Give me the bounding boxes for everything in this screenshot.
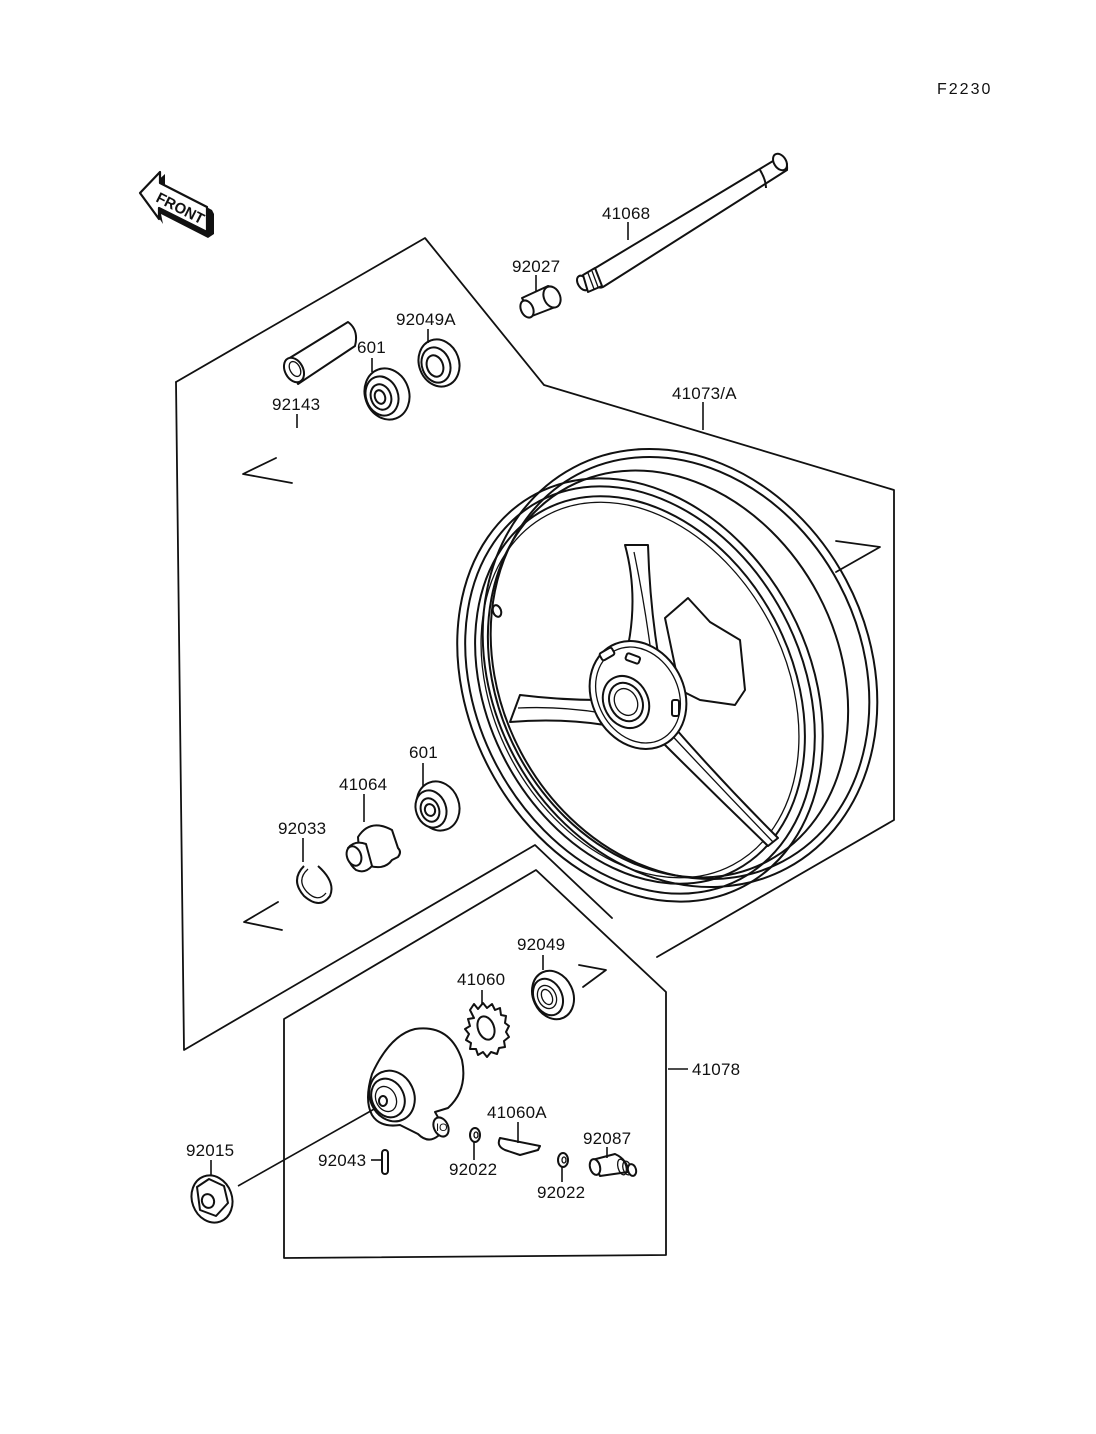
part-number-41078: 41078 [692,1060,740,1079]
part-number-92143: 92143 [272,395,320,414]
part-number-92043: 92043 [318,1151,366,1170]
part-number-601-bottom: 601 [409,743,438,762]
oil-seal-top-part: 92049A [396,310,461,388]
meter-gear-housing-part: IO 41078 [367,1027,740,1141]
part-number-92049: 92049 [517,935,565,954]
part-number-92033: 92033 [278,819,326,838]
bearing-top-part: 601 [357,338,411,421]
gear-housing-outline [283,869,667,1259]
gear-drive-part: 41064 [339,775,401,873]
collar-part: 92027 [512,257,562,319]
part-number-92015: 92015 [186,1141,234,1160]
gear-meter-part: 41060 [457,970,510,1058]
oil-seal-bottom-part: 92049 [517,935,575,1021]
part-number-601-top: 601 [357,338,386,357]
axle-nut-part: 92015 [186,1107,377,1224]
part-number-41060a: 41060A [487,1103,547,1122]
circlip-part: 92033 [278,819,333,904]
part-number-41064: 41064 [339,775,387,794]
part-number-41073a: 41073/A [672,384,737,403]
part-number-92087: 92087 [583,1129,631,1148]
pinion-part: 41060A [487,1103,547,1156]
housing-port-mark: IO [436,1122,448,1134]
part-number-41060: 41060 [457,970,505,989]
diagram-code: F2230 [937,81,992,98]
washer-right-part: 92022 [537,1152,585,1202]
part-number-92049a: 92049A [396,310,456,329]
bearing-bottom-part: 601 [409,743,461,832]
part-number-92027: 92027 [512,257,560,276]
bushing-part: 92087 [583,1129,638,1177]
pin-part: 92043 [318,1149,389,1175]
spacer-part: 92143 [272,321,358,428]
front-direction-arrow-icon: FRONT [138,170,214,238]
washer-left-part: 92022 [449,1127,497,1179]
wheel-assembly-outline [175,237,895,1051]
part-number-92022-right: 92022 [537,1183,585,1202]
part-number-92022-left: 92022 [449,1160,497,1179]
axle-part: 41068 [576,152,789,293]
part-number-41068: 41068 [602,204,650,223]
wheel-part: 41073/A [456,384,879,903]
